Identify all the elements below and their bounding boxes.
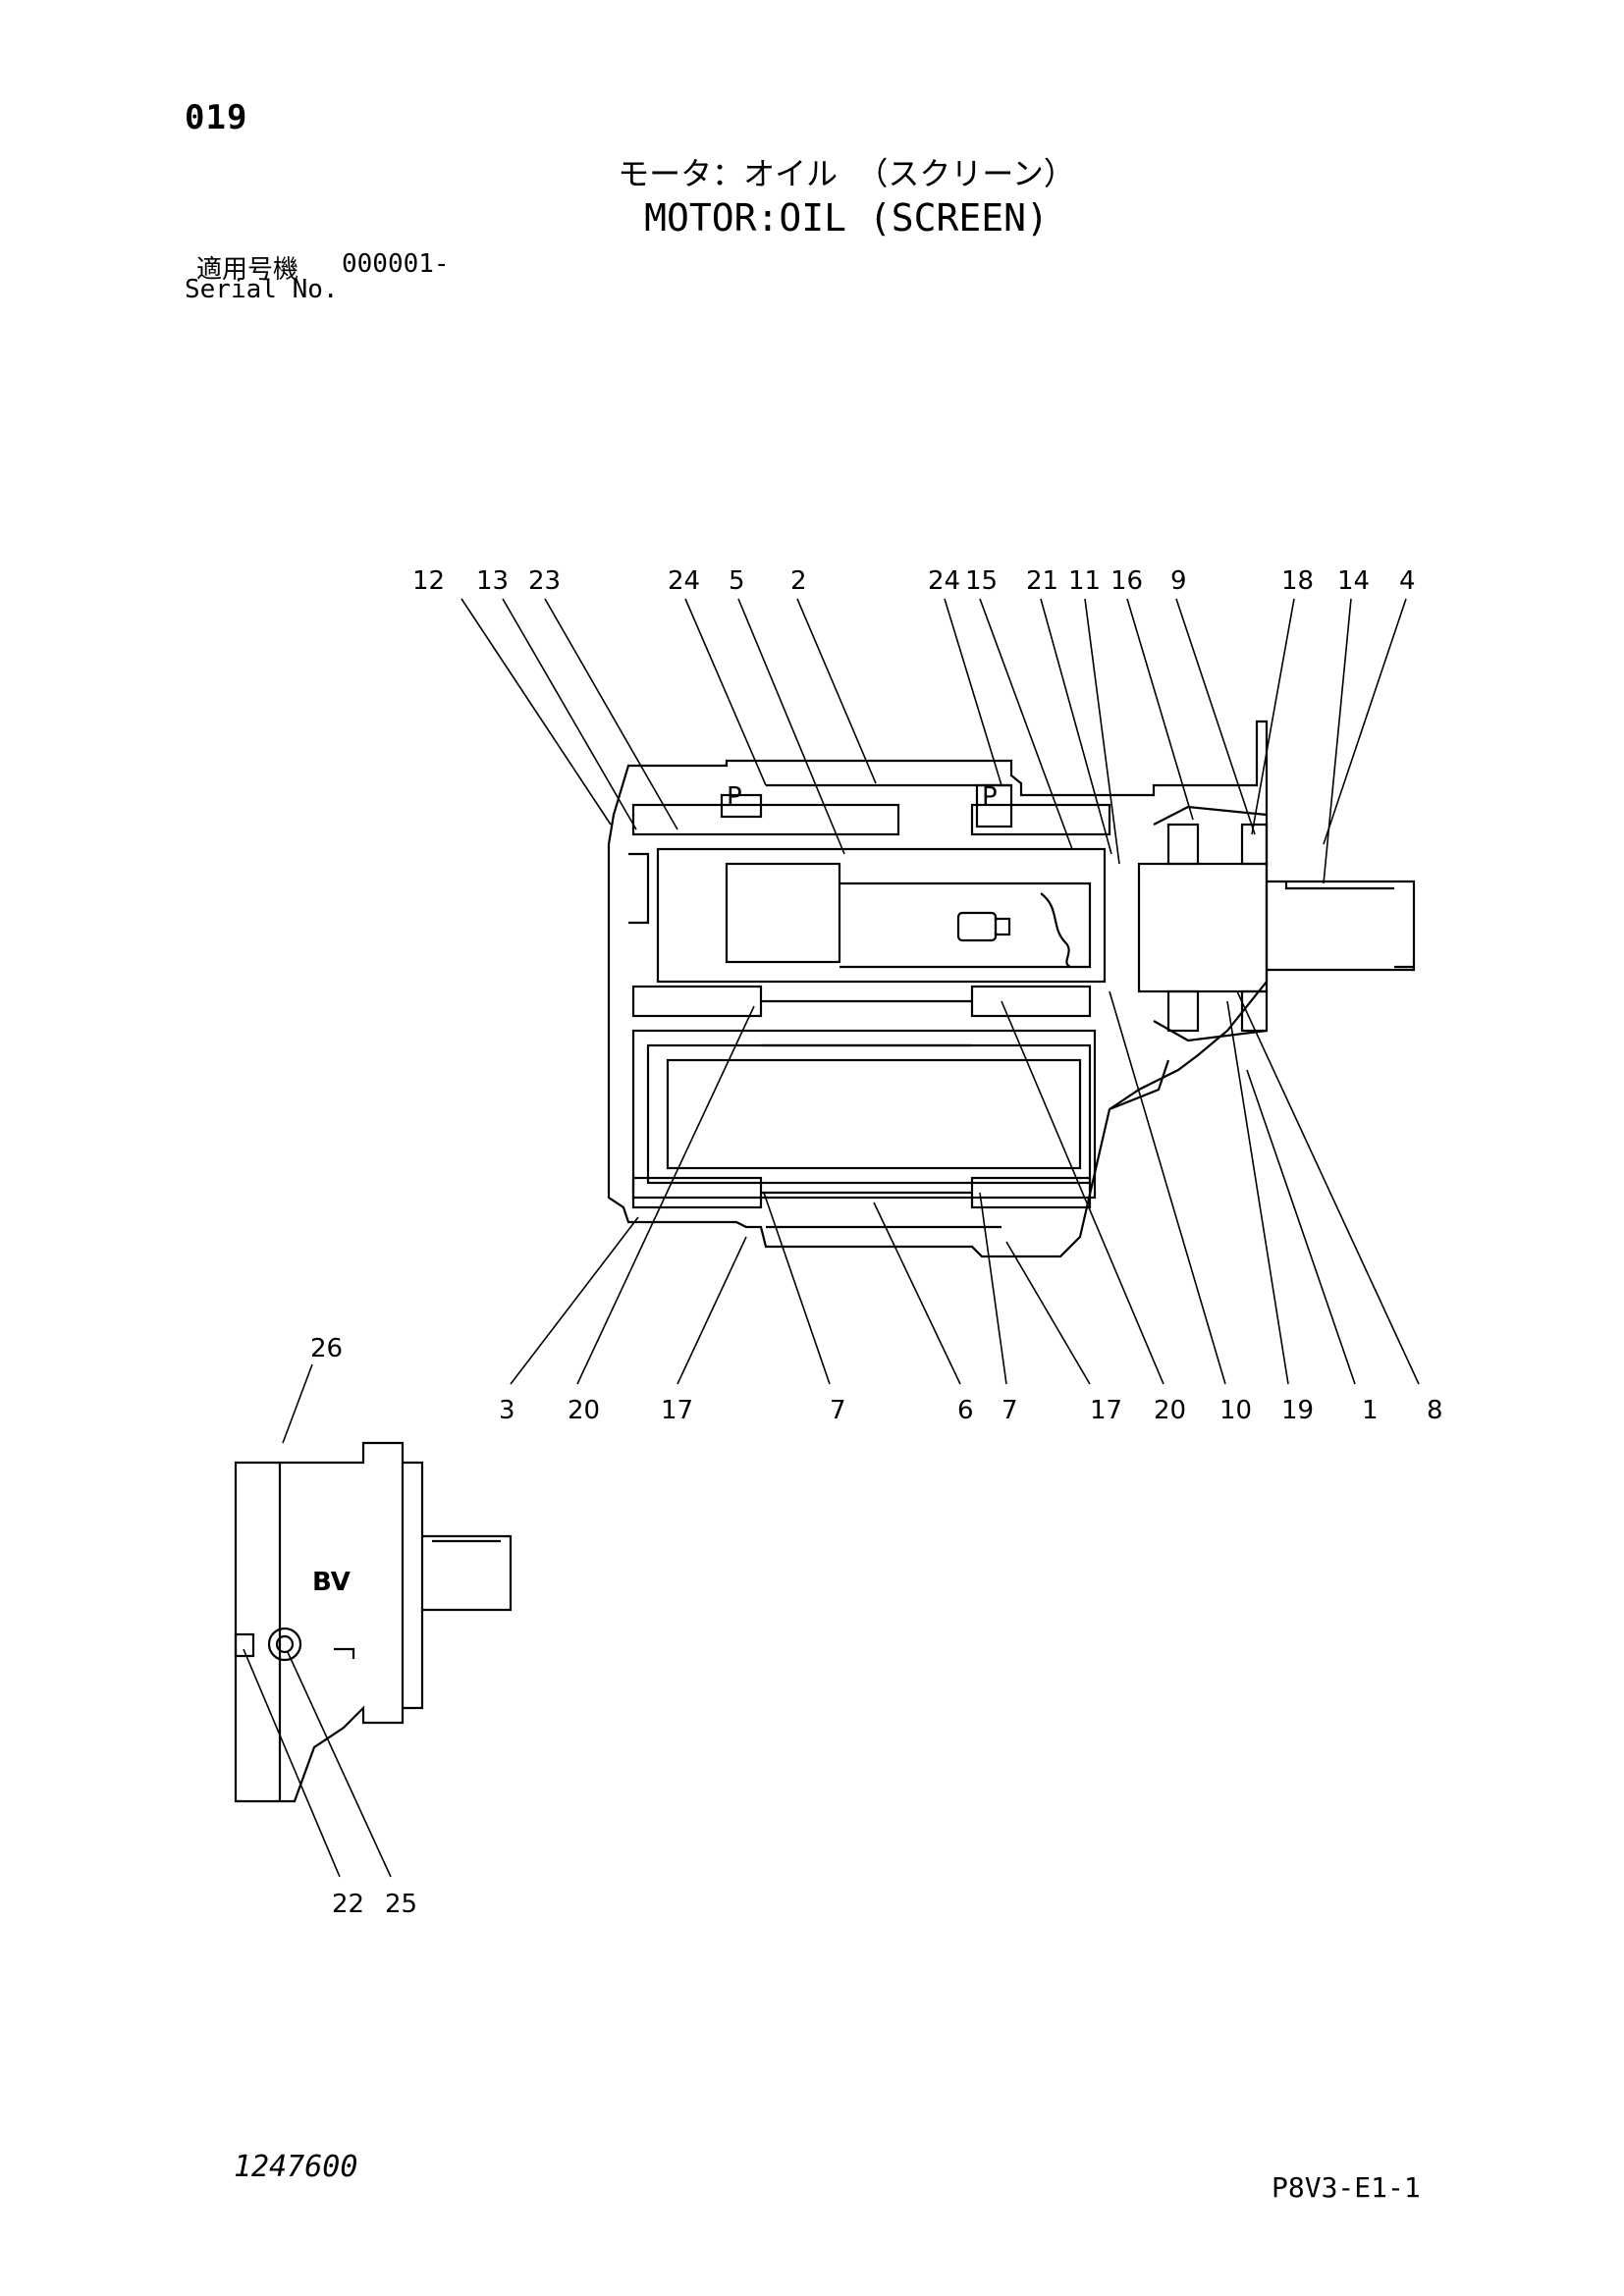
leader-line: [502, 598, 637, 830]
leader-line: [243, 1648, 341, 1878]
part-label: 17: [1090, 1396, 1122, 1425]
motor-cross-section: [607, 720, 1416, 1258]
part-label: 12: [412, 566, 445, 596]
leader-line: [796, 598, 877, 784]
part-label: 11: [1068, 566, 1101, 596]
part-label: 9: [1170, 566, 1187, 596]
part-label: 16: [1110, 566, 1143, 596]
page-title-japanese: モータ：オイル （スクリーン）: [618, 155, 1075, 192]
part-label: 2: [790, 566, 807, 596]
leader-line: [684, 598, 767, 786]
sheet-code: P8V3-E1-1: [1272, 2171, 1421, 2204]
page-number: 019: [185, 98, 248, 137]
part-label: 15: [965, 566, 998, 596]
part-label: 20: [568, 1396, 600, 1425]
leader-line: [677, 1236, 747, 1385]
serial-label: Serial No.: [185, 275, 339, 304]
leader-line: [1226, 1000, 1289, 1385]
part-label: 5: [729, 566, 745, 596]
part-label: 17: [661, 1396, 693, 1425]
leader-line: [1323, 598, 1407, 845]
side-leader-lines: [243, 1363, 392, 1878]
drawing-number: 1247600: [234, 2150, 358, 2184]
part-label: 4: [1399, 566, 1416, 596]
leader-line: [1040, 598, 1112, 855]
leader-line: [737, 598, 845, 855]
leader-line: [1084, 598, 1120, 865]
leader-line: [979, 1192, 1007, 1385]
part-number-labels-bottom: 3 20 17 7 6 7 17 20 10 19 1 8: [499, 1396, 1443, 1425]
part-label: 14: [1337, 566, 1370, 596]
part-label: 24: [668, 566, 700, 596]
leader-line: [576, 1005, 755, 1385]
leader-line: [873, 1201, 961, 1385]
leader-line: [1246, 1069, 1356, 1385]
page-title: MOTOR:OIL (SCREEN): [644, 196, 1049, 240]
leader-line: [1005, 1241, 1091, 1385]
part-label: 21: [1026, 566, 1058, 596]
serial-label-japanese: 適用号機: [196, 255, 299, 285]
leader-line: [979, 598, 1073, 850]
part-label: 6: [957, 1396, 974, 1425]
leader-line: [544, 598, 678, 830]
part-label: 25: [385, 1890, 417, 1919]
motor-housing-outline: [607, 720, 1269, 1258]
leader-line: [282, 1363, 313, 1444]
leader-line: [510, 1216, 639, 1385]
part-label: 23: [528, 566, 561, 596]
part-number-labels-top: 12 13 23 24 5 2 24 15 21 11 16 9 18 14 4: [412, 566, 1416, 596]
port-marking: BV: [312, 1568, 351, 1597]
part-label: 13: [476, 566, 509, 596]
side-view-drawing: [234, 1441, 513, 1803]
output-shaft: [1267, 880, 1416, 972]
leader-line: [763, 1192, 831, 1385]
part-label: 3: [499, 1396, 515, 1425]
part-label: 1: [1362, 1396, 1379, 1425]
leader-line: [1323, 598, 1352, 884]
part-label: 7: [830, 1396, 846, 1425]
leader-line: [1001, 1000, 1164, 1385]
part-label: 22: [332, 1890, 364, 1919]
leader-line: [1236, 990, 1420, 1385]
part-label: 19: [1281, 1396, 1314, 1425]
part-label: 7: [1001, 1396, 1018, 1425]
housing-marking: P: [982, 782, 998, 812]
leader-line: [1126, 598, 1194, 821]
leader-line: [1175, 598, 1256, 835]
part-label: 10: [1219, 1396, 1252, 1425]
part-label: 20: [1154, 1396, 1186, 1425]
leader-line: [1109, 990, 1226, 1385]
leader-line: [1251, 598, 1295, 835]
part-label: 24: [928, 566, 960, 596]
leader-line: [460, 598, 612, 826]
leader-line: [287, 1651, 392, 1878]
leader-line: [944, 598, 1002, 786]
part-label: 18: [1281, 566, 1314, 596]
main-leader-lines: [460, 598, 1420, 1385]
serial-value: 000001-: [342, 249, 450, 279]
part-label: 26: [310, 1334, 343, 1363]
part-label: 8: [1427, 1396, 1443, 1425]
housing-marking: P: [727, 782, 742, 812]
